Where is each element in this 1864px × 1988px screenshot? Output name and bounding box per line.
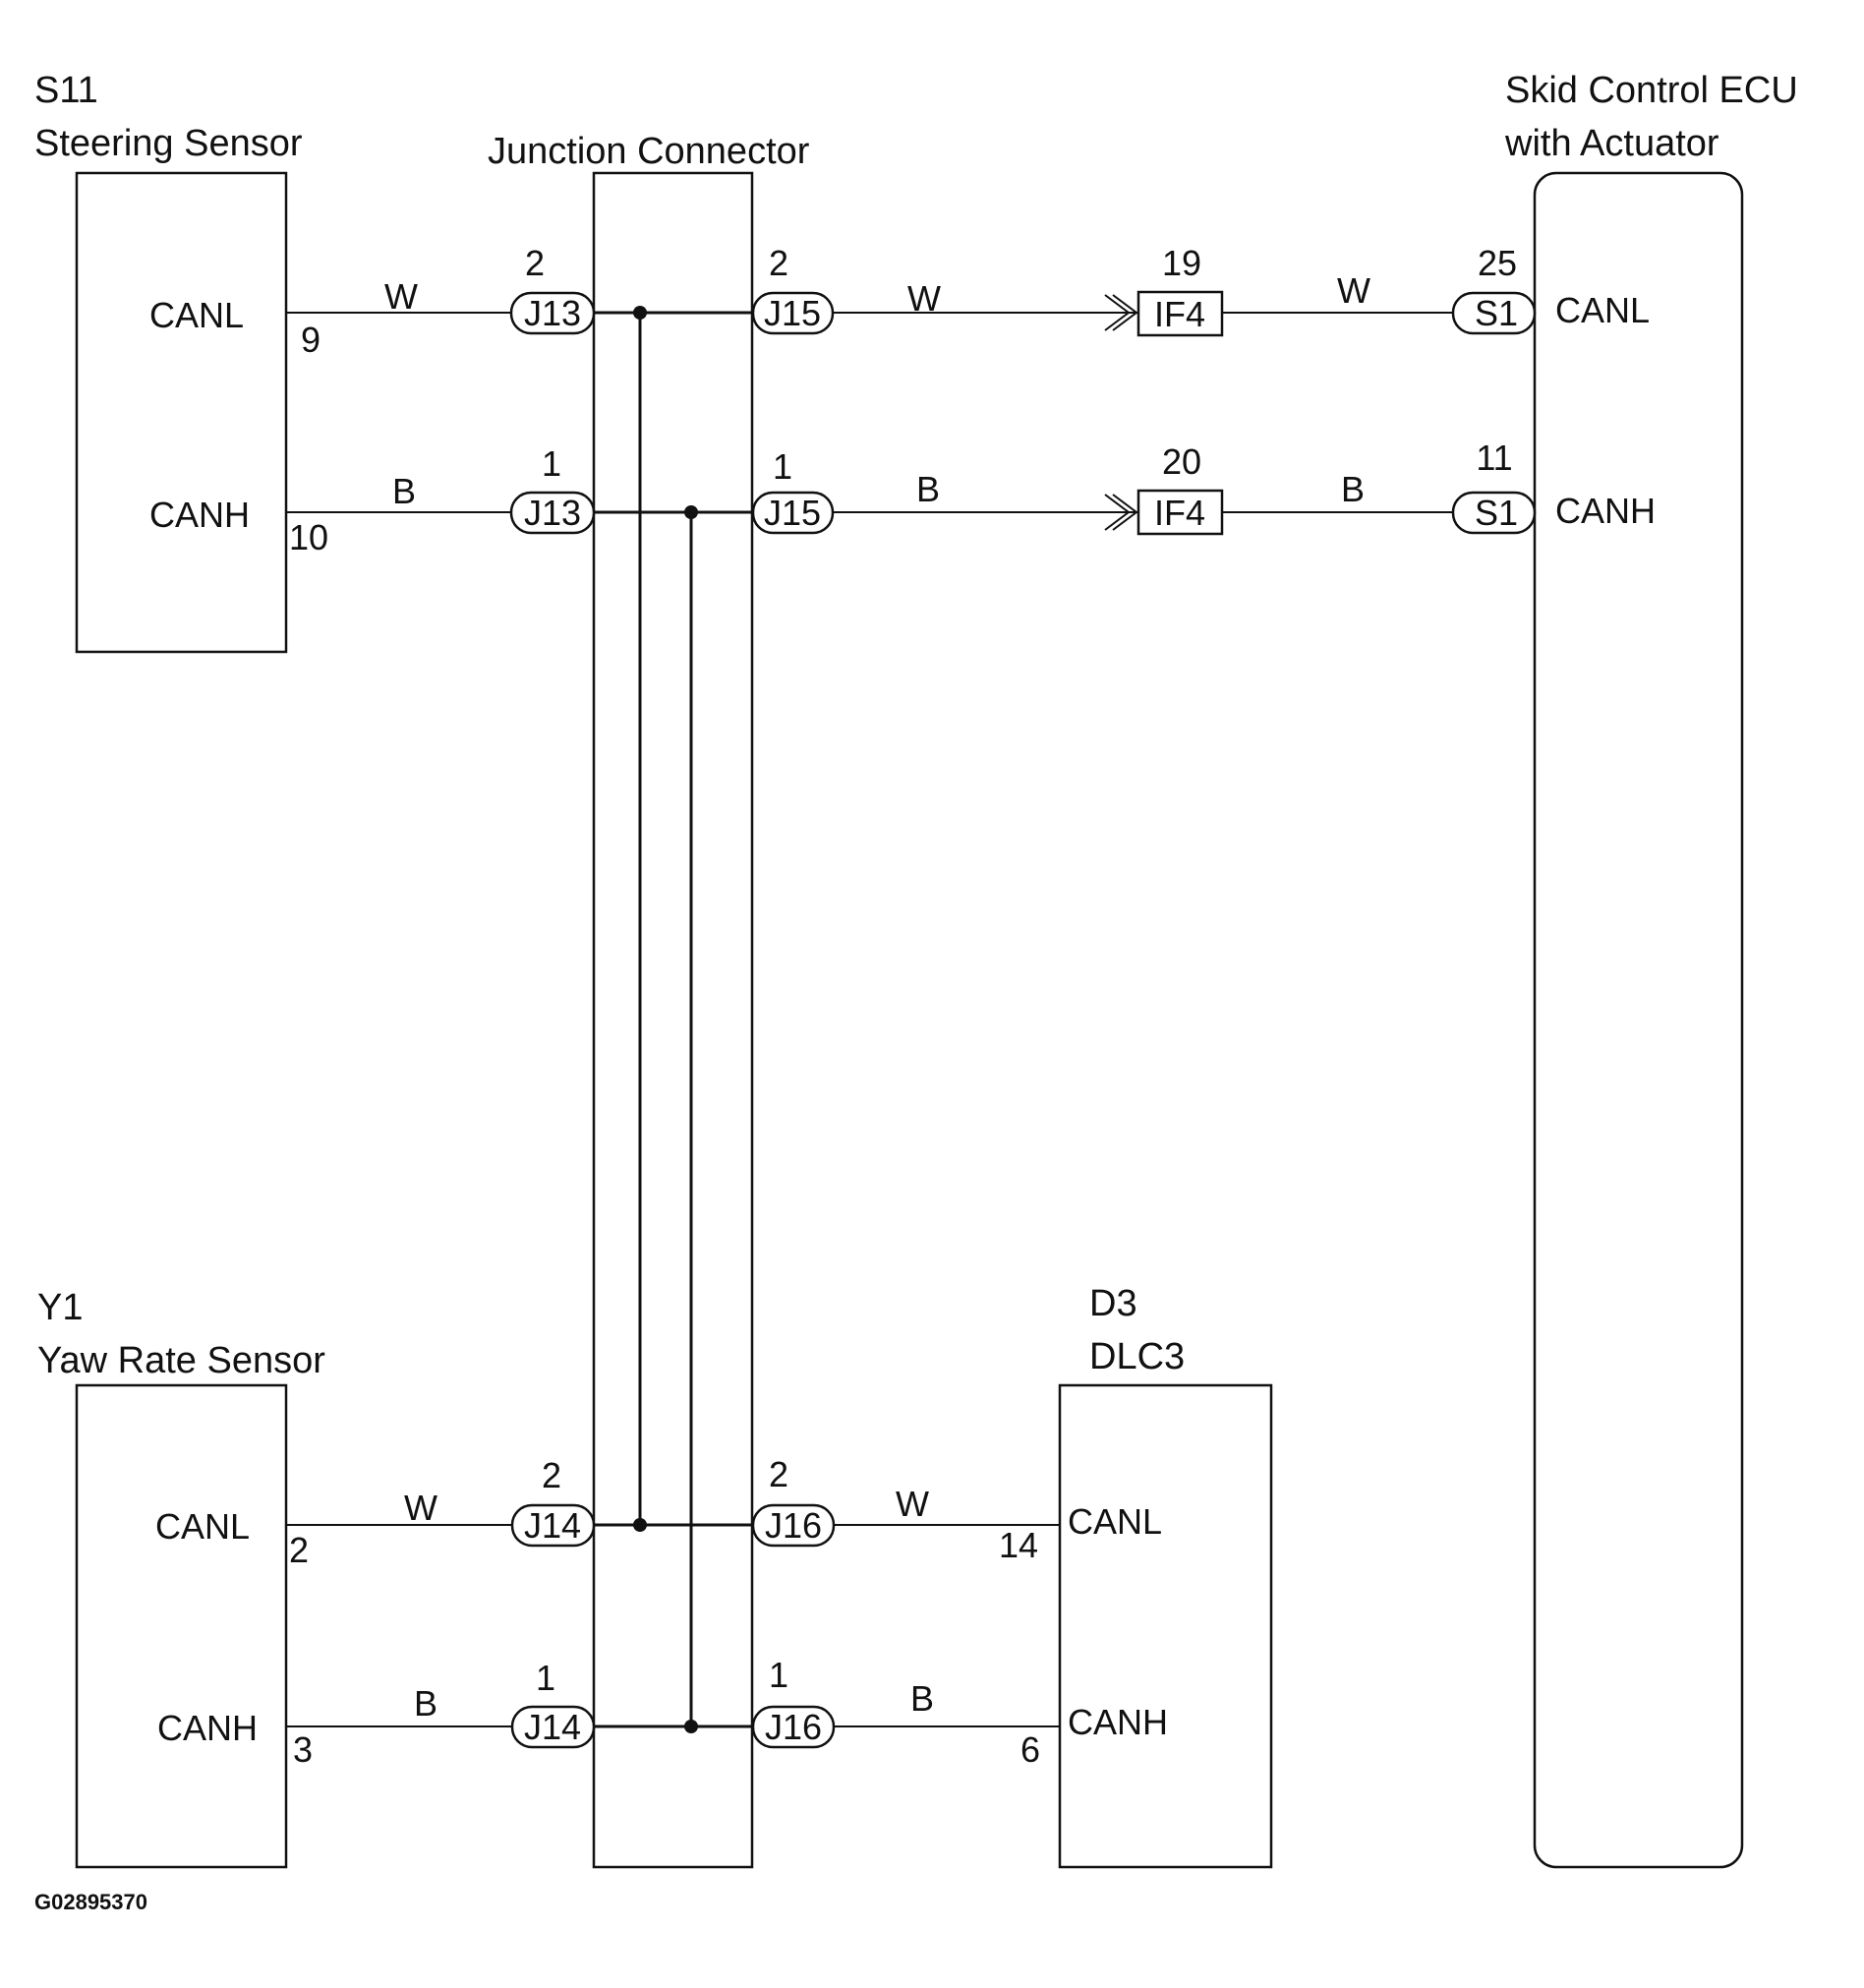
wire-color-s11-j13-canl: W: [384, 276, 418, 317]
connector-j15-canl: [751, 291, 835, 335]
connector-if4-canh: [1136, 489, 1224, 536]
junction-connector-box: [592, 171, 754, 1869]
connector-if4-canl-pin: 19: [1162, 243, 1201, 283]
connector-j13-canh: [509, 491, 596, 535]
connector-j15-canh: [751, 491, 835, 535]
if4-canl-arrow: [1104, 294, 1131, 331]
wire-color-y1-j14-canl: W: [404, 1488, 437, 1528]
wire-color-if4-s1-canh: B: [1341, 469, 1365, 509]
connector-j13-canl-label: J13: [524, 293, 581, 333]
dlc3-name: DLC3: [1089, 1336, 1185, 1377]
dlc3-canl-pin: CANL: [1068, 1501, 1162, 1542]
connector-j16-canh-label: J16: [765, 1707, 822, 1747]
connector-s1-canl-label: S1: [1475, 293, 1518, 333]
connector-j16-canl: [751, 1503, 836, 1548]
dlc3-code: D3: [1089, 1283, 1137, 1324]
steering-sensor-canl-pin: CANL: [149, 295, 244, 335]
wire-color-j16-d3-canl: W: [896, 1484, 929, 1524]
steering-sensor-canh-pin: CANH: [149, 495, 250, 535]
steering-sensor-canh-terminal: 10: [289, 517, 328, 557]
connector-j14-canl: [510, 1503, 596, 1548]
splice-dot-canl-top: [633, 306, 647, 320]
connector-j15-canh-label: J15: [764, 493, 821, 533]
connector-j16-canl-label: J16: [765, 1505, 822, 1546]
connector-if4-canl-label: IF4: [1154, 294, 1205, 334]
skid-ecu-canl-pin: CANL: [1555, 290, 1650, 330]
skid-ecu-title-line2: with Actuator: [1504, 123, 1719, 164]
splice-dot-canh-bottom: [684, 1720, 698, 1733]
figure-id: G02895370: [34, 1890, 147, 1914]
connector-s1-canh-label: S1: [1475, 493, 1518, 533]
connector-j15-canl-pin: 2: [769, 243, 788, 283]
wire-color-j16-d3-canh: B: [910, 1678, 934, 1719]
skid-ecu-canh-pin: CANH: [1555, 491, 1656, 531]
steering-sensor-canl-terminal: 9: [301, 320, 320, 360]
connector-j14-canh-label: J14: [524, 1707, 581, 1747]
splice-dot-canl-bottom: [633, 1518, 647, 1532]
connector-s1-canl-pin: 25: [1478, 243, 1517, 283]
wire-color-j15-if4-canl: W: [907, 278, 941, 319]
wire-color-if4-s1-canl: W: [1337, 270, 1370, 311]
connector-if4-canh-pin: 20: [1162, 441, 1201, 482]
yaw-sensor-canh-terminal: 3: [293, 1729, 313, 1770]
wire-color-j15-if4-canh: B: [916, 469, 940, 509]
if4-canh-arrow: [1104, 494, 1131, 531]
connector-j13-canl-pin: 2: [525, 243, 545, 283]
connector-s1-canl: [1451, 291, 1537, 335]
dlc3-canh-terminal: 6: [1020, 1729, 1040, 1770]
steering-sensor-code: S11: [34, 70, 98, 111]
connector-j15-canh-pin: 1: [773, 446, 792, 487]
wire-color-y1-j14-canh: B: [414, 1683, 437, 1724]
connector-s1-canh: [1451, 491, 1537, 535]
if4-canh-arrow-inner: [1112, 494, 1138, 531]
yaw-sensor-canl-terminal: 2: [289, 1530, 309, 1570]
connector-j16-canl-pin: 2: [769, 1454, 788, 1494]
yaw-sensor-canl-pin: CANL: [155, 1506, 250, 1547]
steering-sensor-box: [75, 171, 288, 654]
dlc3-canl-terminal: 14: [999, 1525, 1038, 1565]
wire-color-s11-j13-canh: B: [392, 471, 416, 511]
yaw-sensor-code: Y1: [37, 1287, 83, 1328]
splice-dot-canh-top: [684, 505, 698, 519]
connector-j15-canl-label: J15: [764, 293, 821, 333]
connector-s1-canh-pin: 11: [1476, 438, 1512, 478]
dlc3-box: [1058, 1383, 1273, 1869]
connector-j14-canl-pin: 2: [542, 1455, 561, 1495]
yaw-sensor-name: Yaw Rate Sensor: [37, 1340, 325, 1381]
connector-j16-canh: [751, 1705, 836, 1749]
skid-ecu-box: [1533, 171, 1744, 1869]
connector-j13-canh-label: J13: [524, 493, 581, 533]
connector-if4-canh-label: IF4: [1154, 493, 1205, 533]
connector-j14-canh: [510, 1705, 596, 1749]
connector-j16-canh-pin: 1: [769, 1655, 788, 1695]
dlc3-canh-pin: CANH: [1068, 1702, 1168, 1742]
yaw-sensor-box: [75, 1383, 288, 1869]
yaw-sensor-canh-pin: CANH: [157, 1708, 258, 1748]
connector-j13-canh-pin: 1: [542, 443, 561, 484]
connector-j13-canl: [509, 291, 596, 335]
steering-sensor-name: Steering Sensor: [34, 123, 303, 164]
connector-j14-canl-label: J14: [524, 1505, 581, 1546]
connector-j14-canh-pin: 1: [536, 1658, 555, 1698]
if4-canl-arrow-inner: [1112, 294, 1138, 331]
junction-connector-title: Junction Connector: [488, 131, 810, 172]
connector-if4-canl: [1136, 290, 1224, 337]
skid-ecu-title-line1: Skid Control ECU: [1505, 70, 1798, 111]
